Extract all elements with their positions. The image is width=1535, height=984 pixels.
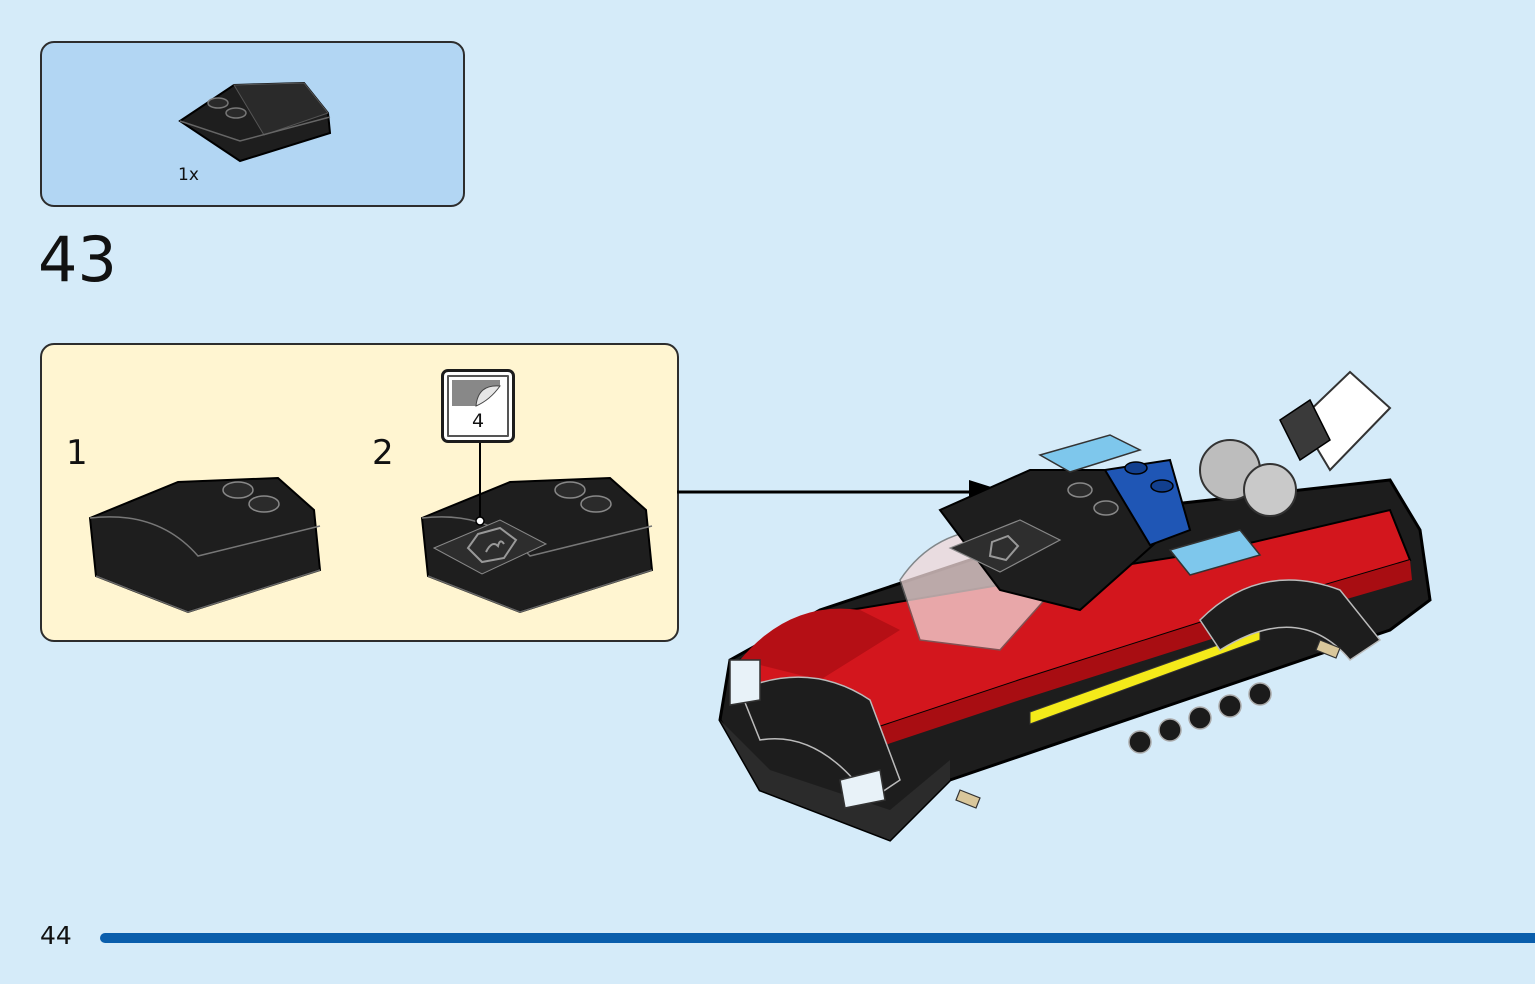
step-number: 43 <box>38 223 117 296</box>
substep-label: 1 <box>66 433 88 473</box>
black-curved-slope-brick-icon <box>88 476 322 614</box>
parts-list-box: 1x <box>40 41 465 207</box>
sticker-sheet-icon <box>452 380 501 407</box>
part-quantity: 1x <box>178 165 199 185</box>
black-curved-slope-brick-icon <box>178 81 332 163</box>
page-progress-bar <box>100 933 1535 943</box>
page-number: 44 <box>40 921 72 950</box>
sticker-callout: 4 <box>441 369 515 443</box>
black-curved-slope-with-sticker-icon <box>420 476 654 614</box>
subassembly-box: 1 2 4 <box>40 343 679 642</box>
sticker-pointer-line <box>475 441 485 526</box>
substep-label: 2 <box>372 433 394 473</box>
fire-car-model-illustration <box>718 370 1432 842</box>
sticker-number: 4 <box>471 410 485 432</box>
